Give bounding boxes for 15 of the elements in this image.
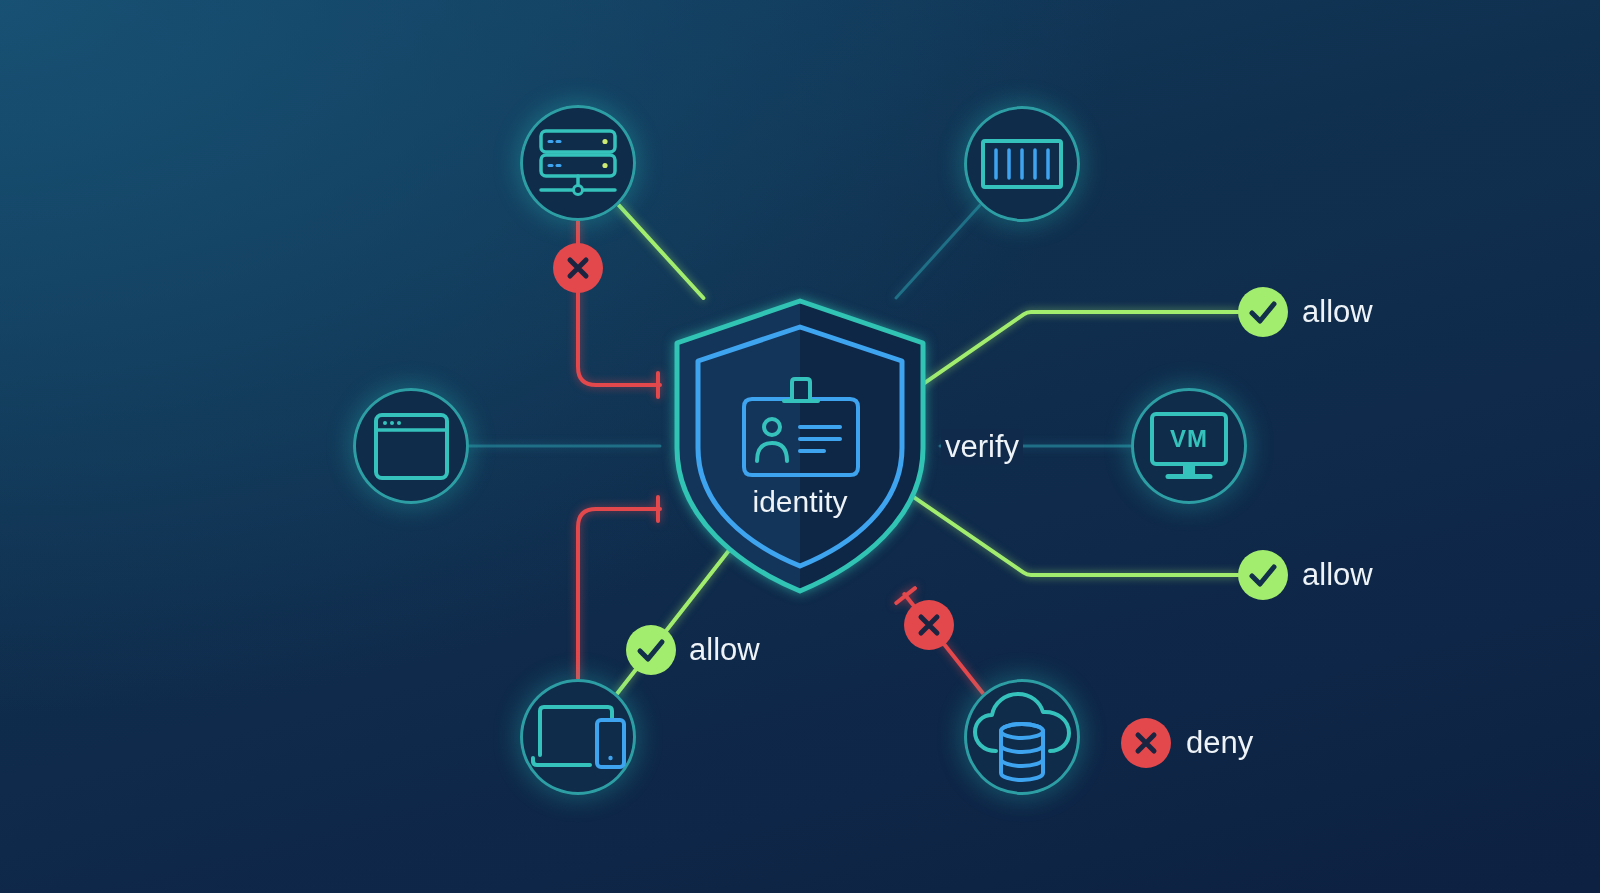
icon-circle [520, 679, 636, 795]
check-icon [1238, 550, 1288, 600]
connector-line [894, 203, 983, 300]
status-label: allow [1302, 557, 1373, 593]
check-icon [1238, 287, 1288, 337]
connector-line [467, 444, 662, 448]
edge-label: allow [689, 632, 760, 668]
node-label: identity [752, 484, 848, 520]
status-label: deny [1186, 725, 1254, 761]
connector-line [911, 494, 1240, 577]
blocked-connector [576, 495, 662, 681]
icon-circle [964, 679, 1080, 795]
connector-line [616, 202, 706, 300]
status-label: allow [1302, 294, 1373, 330]
node-label: VM [1170, 425, 1208, 453]
